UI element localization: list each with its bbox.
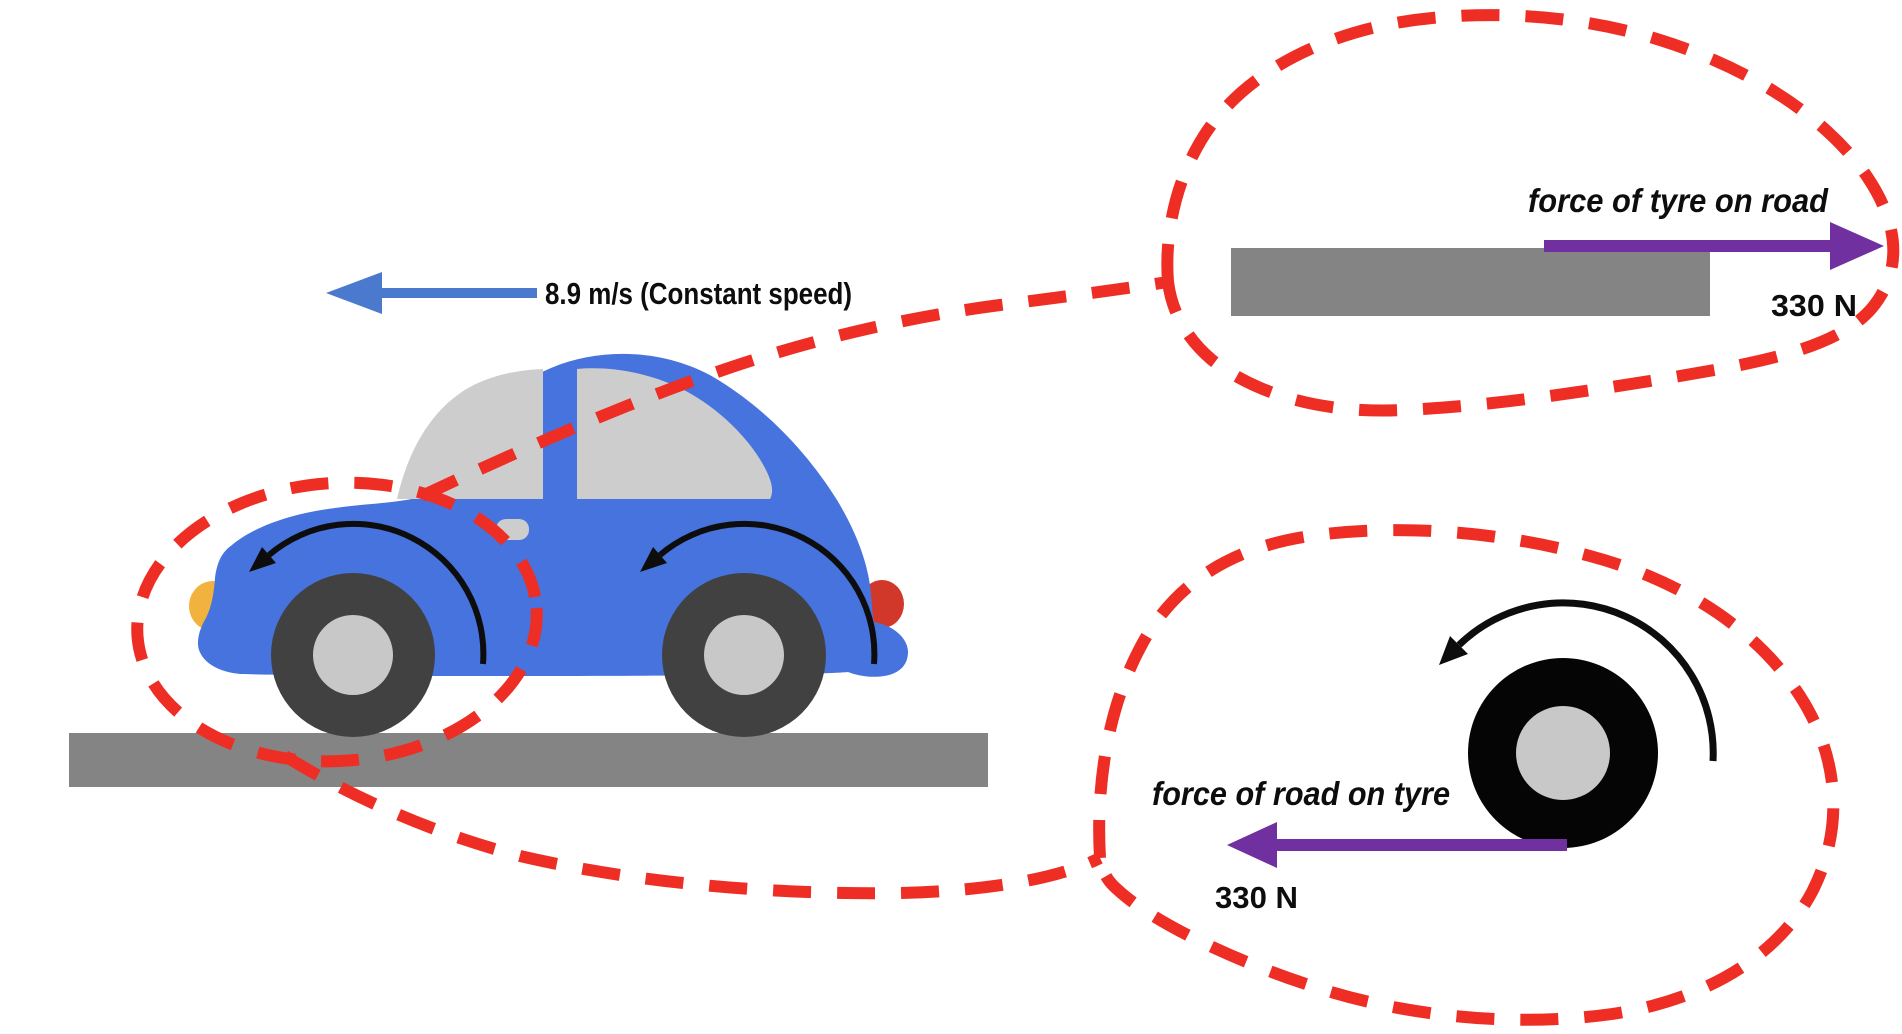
inset-road-on-tyre: force of road on tyre 330 N	[1152, 599, 1717, 915]
wheel-rotation-arrows	[267, 520, 878, 665]
rear-rotation-arc	[658, 520, 878, 665]
velocity-label: 8.9 m/s (Constant speed)	[545, 276, 852, 311]
inset-wheel-hub	[1516, 706, 1610, 800]
tyre-on-road-value: 330 N	[1771, 288, 1857, 323]
callout-ellipse-front-wheel	[131, 476, 543, 768]
car-wheel-hubs	[313, 615, 784, 695]
wheel-rotation-arrowheads	[249, 547, 667, 572]
inset-tyre-on-road: force of tyre on road 330 N	[1528, 182, 1884, 323]
rear-rotation-arrow-head	[640, 547, 667, 572]
front-wheel-hub	[313, 615, 393, 695]
rear-wheel-hub	[704, 615, 784, 695]
callout-annotations	[131, 9, 1900, 1026]
velocity-arrow-shaft	[380, 288, 537, 298]
road-surfaces	[69, 248, 1710, 787]
force-arrow-left-icon	[1227, 822, 1567, 868]
callout-blob-bottom-right	[1093, 524, 1840, 1026]
tyre-on-road-label: force of tyre on road	[1528, 182, 1829, 219]
inset-road-segment	[1231, 248, 1710, 316]
inset-rotation-arrow-head	[1439, 636, 1468, 665]
road-on-tyre-value: 330 N	[1215, 880, 1298, 915]
force-arrow-right-icon	[1544, 222, 1884, 270]
velocity-arrow-head	[326, 272, 382, 314]
front-rotation-arrow-head	[249, 547, 276, 572]
front-rotation-arc	[267, 520, 487, 665]
road	[69, 733, 988, 787]
windshield	[397, 369, 543, 499]
inset-rotation-arrow	[1456, 599, 1717, 762]
callout-blob-top-right	[1161, 9, 1900, 417]
force-right-head	[1830, 222, 1884, 270]
road-on-tyre-label: force of road on tyre	[1152, 775, 1450, 812]
callout-connector-bottom	[281, 750, 1103, 900]
force-left-head	[1227, 822, 1277, 868]
velocity-arrow-icon	[326, 272, 537, 314]
force-left-shaft	[1277, 839, 1567, 851]
force-right-shaft	[1544, 240, 1832, 252]
car	[189, 353, 909, 737]
inset-rotation-arc	[1456, 599, 1717, 762]
